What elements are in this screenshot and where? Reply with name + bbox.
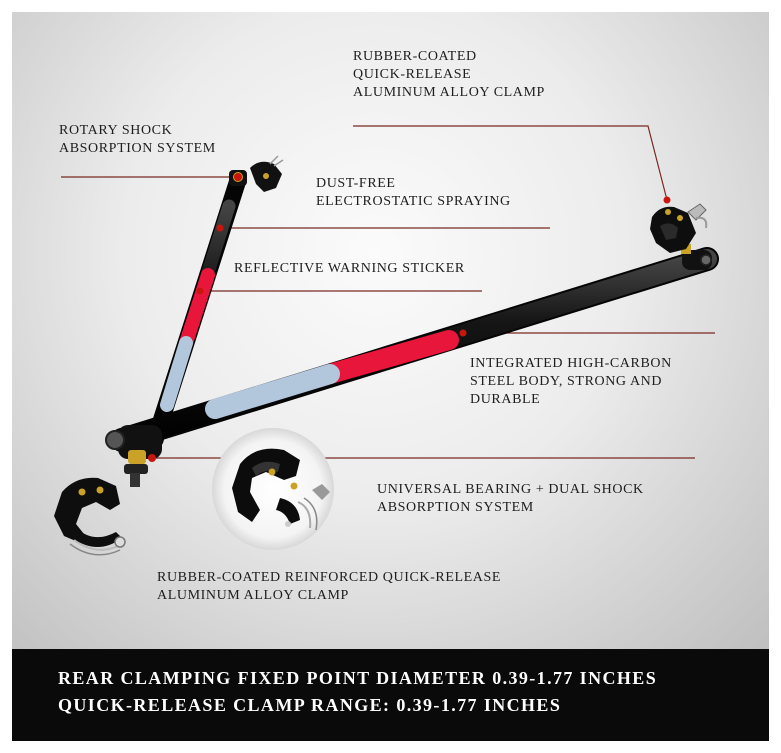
- clamp-detail-inset: [212, 428, 334, 550]
- leader-line-top-clamp: [353, 125, 668, 201]
- marker-steel: [459, 329, 467, 337]
- spec-fixed-point-diameter: REAR CLAMPING FIXED POINT DIAMETER 0.39-…: [58, 668, 658, 688]
- callout-bottom-clamp-line-2: ALUMINUM ALLOY CLAMP: [157, 588, 349, 603]
- callout-dust-line-1: DUST-FREE: [316, 176, 396, 191]
- callout-reflective-sticker: REFLECTIVE WARNING STICKER: [234, 260, 554, 278]
- callout-dust-line-2: ELECTROSTATIC SPRAYING: [316, 194, 511, 209]
- long-arm-blue-sticker: [205, 364, 340, 419]
- bearing-joint: [105, 425, 162, 487]
- long-arm-red-sticker: [320, 330, 459, 384]
- callout-steel-line-2: STEEL BODY, STRONG AND: [470, 374, 663, 389]
- marker-top-clamp: [663, 196, 671, 204]
- bottom-left-clamp: [54, 477, 126, 556]
- callout-steel-body: INTEGRATED HIGH-CARBON STEEL BODY, STRON…: [470, 355, 740, 409]
- right-clamp: [650, 203, 708, 253]
- callout-universal-bearing: UNIVERSAL BEARING + DUAL SHOCK ABSORPTIO…: [377, 481, 717, 517]
- callout-bottom-clamp-line-1: RUBBER-COATED REINFORCED QUICK-RELEASE: [157, 570, 502, 585]
- spec-clamp-range: QUICK-RELEASE CLAMP RANGE: 0.39-1.77 INC…: [58, 695, 562, 715]
- stabilizer-bar-drawing: [54, 125, 719, 556]
- callout-bearing-line-2: ABSORPTION SYSTEM: [377, 500, 534, 515]
- short-arm: [146, 171, 247, 449]
- callout-rotary-line-2: ABSORPTION SYSTEM: [59, 141, 216, 156]
- callout-bearing-line-1: UNIVERSAL BEARING + DUAL SHOCK: [377, 482, 644, 497]
- callout-reflective-text: REFLECTIVE WARNING STICKER: [234, 261, 465, 276]
- long-arm: [110, 247, 719, 452]
- callout-dust-free: DUST-FREE ELECTROSTATIC SPRAYING: [316, 175, 576, 211]
- marker-bearing: [148, 454, 156, 462]
- marker-rotary: [234, 173, 242, 181]
- callout-top-clamp-line-2: QUICK-RELEASE: [353, 67, 472, 82]
- marker-reflective: [196, 287, 204, 295]
- marker-dust: [216, 224, 224, 232]
- short-arm-blue-sticker: [160, 336, 193, 412]
- product-illustration: RUBBER-COATED QUICK-RELEASE ALUMINUM ALL…: [12, 12, 769, 649]
- callout-top-clamp-line-3: ALUMINUM ALLOY CLAMP: [353, 85, 545, 100]
- callout-steel-line-1: INTEGRATED HIGH-CARBON: [470, 356, 672, 371]
- callout-steel-line-3: DURABLE: [470, 392, 541, 407]
- short-arm-red-sticker: [179, 268, 215, 350]
- callout-bottom-clamp: RUBBER-COATED REINFORCED QUICK-RELEASE A…: [157, 569, 607, 605]
- callout-top-clamp: RUBBER-COATED QUICK-RELEASE ALUMINUM ALL…: [353, 48, 613, 102]
- callout-top-clamp-line-1: RUBBER-COATED: [353, 49, 477, 64]
- callout-rotary-line-1: ROTARY SHOCK: [59, 123, 173, 138]
- callout-markers: [148, 173, 671, 462]
- callout-rotary-shock: ROTARY SHOCK ABSORPTION SYSTEM: [59, 122, 269, 158]
- spec-banner: REAR CLAMPING FIXED POINT DIAMETER 0.39-…: [12, 649, 769, 741]
